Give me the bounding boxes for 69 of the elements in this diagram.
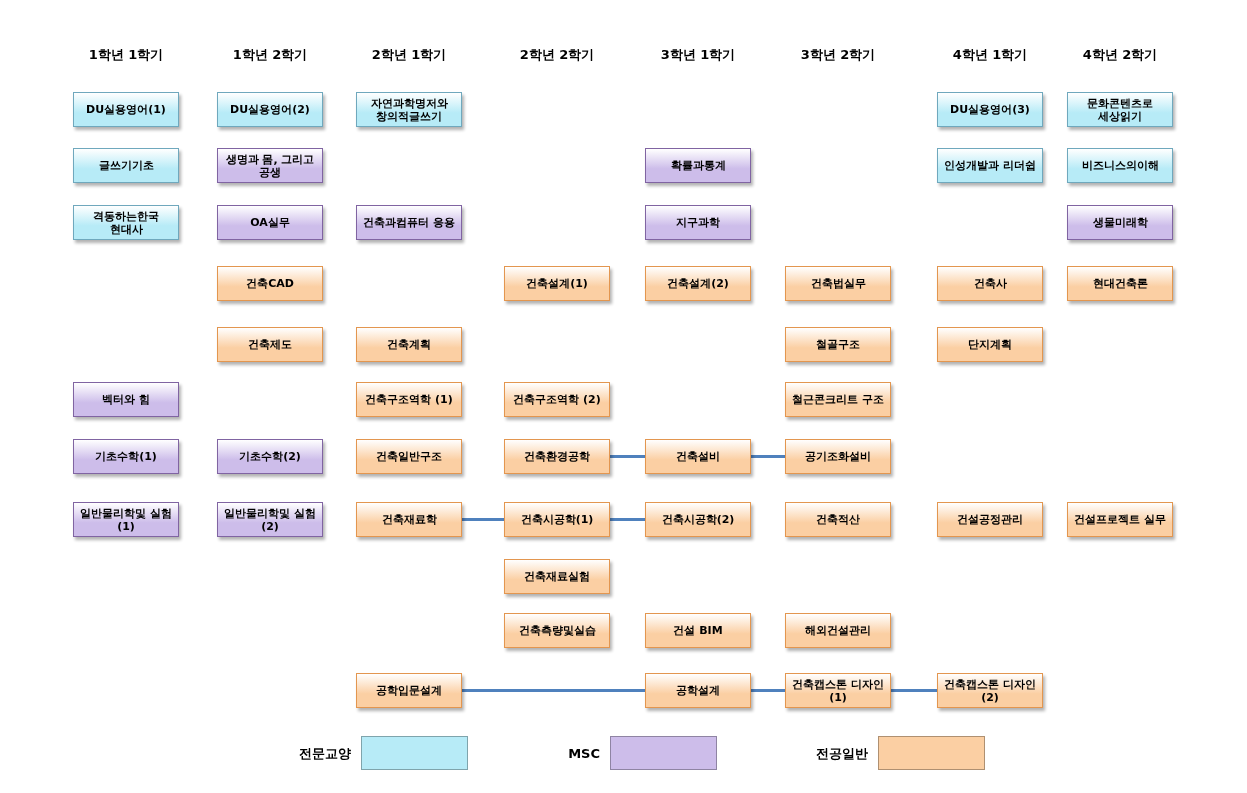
course-box: 지구과학 [645, 205, 751, 240]
course-box: 건축캡스톤 디자인(1) [785, 673, 891, 708]
legend-label: MSC [567, 745, 600, 763]
semester-heading: 1학년 1학기 [87, 46, 165, 64]
course-box: 단지계획 [937, 327, 1043, 362]
course-box: 건축제도 [217, 327, 323, 362]
connector-line [610, 518, 645, 521]
course-box: 건설 BIM [645, 613, 751, 648]
course-box: 건축재료학 [356, 502, 462, 537]
course-box: 자연과학명저와 창의적글쓰기 [356, 92, 462, 127]
course-box: 건축과컴퓨터 응용 [356, 205, 462, 240]
course-box: 건축일반구조 [356, 439, 462, 474]
course-box: 공학설계 [645, 673, 751, 708]
course-box: 생물미래학 [1067, 205, 1173, 240]
course-box: 건축사 [937, 266, 1043, 301]
course-box: 건축설계(1) [504, 266, 610, 301]
course-box: 공학입문설계 [356, 673, 462, 708]
course-box: 철골구조 [785, 327, 891, 362]
course-box: 생명과 몸, 그리고 공생 [217, 148, 323, 183]
semester-heading: 2학년 2학기 [518, 46, 596, 64]
course-box: 건설프로젝트 실무 [1067, 502, 1173, 537]
course-box: 건축측량및실습 [504, 613, 610, 648]
course-box: 벡터와 힘 [73, 382, 179, 417]
course-box: 현대건축론 [1067, 266, 1173, 301]
course-box: 건축법실무 [785, 266, 891, 301]
course-box: 일반물리학및 실험(2) [217, 502, 323, 537]
legend-label: 전공일반 [815, 745, 868, 763]
course-box: DU실용영어(1) [73, 92, 179, 127]
course-box: 건축적산 [785, 502, 891, 537]
course-box: 건축CAD [217, 266, 323, 301]
course-box: 건설공정관리 [937, 502, 1043, 537]
connector-line [462, 689, 645, 692]
semester-heading: 3학년 2학기 [799, 46, 877, 64]
connector-line [751, 455, 785, 458]
course-box: 건축설비 [645, 439, 751, 474]
semester-heading: 1학년 2학기 [231, 46, 309, 64]
course-box: 확률과통계 [645, 148, 751, 183]
course-box: 격동하는한국 현대사 [73, 205, 179, 240]
connector-line [891, 689, 937, 692]
connector-line [610, 455, 645, 458]
semester-heading: 3학년 1학기 [659, 46, 737, 64]
course-box: 철근콘크리트 구조 [785, 382, 891, 417]
semester-heading: 2학년 1학기 [370, 46, 448, 64]
course-box: DU실용영어(3) [937, 92, 1043, 127]
course-box: 건축구조역학 (1) [356, 382, 462, 417]
course-box: 비즈니스의이해 [1067, 148, 1173, 183]
course-box: 건축재료실험 [504, 559, 610, 594]
course-box: 건축환경공학 [504, 439, 610, 474]
course-box: 건축시공학(1) [504, 502, 610, 537]
course-box: 인성개발과 리더쉽 [937, 148, 1043, 183]
course-box: 건축계획 [356, 327, 462, 362]
semester-heading: 4학년 2학기 [1081, 46, 1159, 64]
course-box: OA실무 [217, 205, 323, 240]
legend-label: 전문교양 [298, 745, 351, 763]
course-box: 공기조화설비 [785, 439, 891, 474]
course-box: 일반물리학및 실험(1) [73, 502, 179, 537]
course-box: 글쓰기기초 [73, 148, 179, 183]
course-box: 기초수학(2) [217, 439, 323, 474]
course-box: 건축캡스톤 디자인(2) [937, 673, 1043, 708]
course-box: 문화콘텐츠로 세상읽기 [1067, 92, 1173, 127]
connector-line [462, 518, 504, 521]
course-box: 건축구조역학 (2) [504, 382, 610, 417]
course-box: 해외건설관리 [785, 613, 891, 648]
semester-heading: 4학년 1학기 [951, 46, 1029, 64]
connector-line [751, 689, 785, 692]
course-box: 건축설계(2) [645, 266, 751, 301]
course-box: DU실용영어(2) [217, 92, 323, 127]
course-box: 기초수학(1) [73, 439, 179, 474]
course-box: 건축시공학(2) [645, 502, 751, 537]
